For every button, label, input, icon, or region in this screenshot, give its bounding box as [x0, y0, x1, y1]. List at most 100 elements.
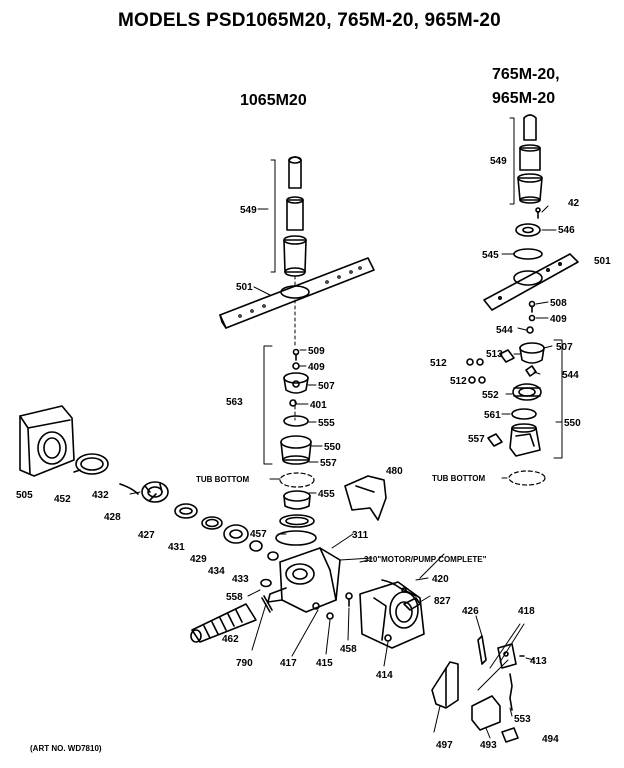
- label-462: 462: [222, 634, 239, 645]
- right-nozzle-546: [515, 223, 541, 237]
- right-label-549: 549: [490, 156, 507, 167]
- label-827: 827: [434, 596, 451, 607]
- label-558: 558: [226, 592, 243, 603]
- label-507: 507: [318, 381, 335, 392]
- nut-401: [289, 399, 297, 407]
- spray-arm-tube-549: [270, 156, 307, 277]
- label-426: 426: [462, 606, 479, 617]
- right-label-557: 557: [468, 434, 485, 445]
- gasket-455: [283, 490, 311, 510]
- label-401: 401: [310, 400, 327, 411]
- right-label-501: 501: [594, 256, 611, 267]
- label-409: 409: [308, 362, 325, 373]
- seal-457: [279, 514, 315, 528]
- label-418: 418: [518, 606, 535, 617]
- bracket-480: [344, 475, 387, 521]
- spring-553: [509, 673, 513, 711]
- hose-462: [190, 603, 257, 643]
- right-spray-arm-501: [483, 253, 579, 311]
- label-455: 455: [318, 489, 335, 500]
- capacitor-827: [403, 597, 421, 611]
- right-gear-513: [499, 349, 515, 363]
- label-311: 311: [352, 530, 369, 541]
- label-501: 501: [236, 282, 253, 293]
- right-washer-544b: [525, 365, 537, 377]
- right-label-550: 550: [564, 418, 581, 429]
- left-model-heading: 1065M20: [240, 92, 307, 109]
- right-model-heading-line1: 765M-20,: [492, 66, 560, 83]
- right-label-552: 552: [482, 390, 499, 401]
- label-494: 494: [542, 734, 559, 745]
- label-428: 428: [104, 512, 121, 523]
- right-washer-409: [528, 314, 536, 322]
- right-washer-545: [513, 248, 543, 260]
- art-number: (ART NO. WD7810): [30, 744, 102, 753]
- screw-509: [292, 348, 300, 361]
- right-label-512b: 512: [450, 376, 467, 387]
- switch-418: [497, 643, 517, 669]
- right-screw-42: [535, 207, 541, 219]
- label-497: 497: [436, 740, 453, 751]
- label-553: 553: [514, 714, 531, 725]
- clip-417: [312, 602, 320, 610]
- label-429: 429: [190, 554, 207, 565]
- spacer-433: [267, 551, 279, 561]
- right-tube-549: [509, 114, 543, 205]
- connector-558: [260, 578, 272, 588]
- right-label-545: 545: [482, 250, 499, 261]
- spring-790: [261, 595, 273, 613]
- right-label-409: 409: [550, 314, 567, 325]
- right-washer-544a: [526, 326, 534, 334]
- right-washers-512: [466, 358, 486, 384]
- clip-415: [326, 612, 334, 620]
- cord-420: [381, 579, 417, 597]
- ring-clip: [275, 530, 317, 546]
- hub-507: [283, 372, 309, 394]
- label-415: 415: [316, 658, 333, 669]
- nut-434: [249, 540, 263, 552]
- label-420: 420: [432, 574, 449, 585]
- label-480: 480: [386, 466, 403, 477]
- ring-431: [201, 516, 223, 530]
- label-557: 557: [320, 458, 337, 469]
- washer-409: [292, 362, 300, 370]
- label-550: 550: [324, 442, 341, 453]
- ring-427: [174, 503, 198, 519]
- filter-housing-505: [19, 405, 75, 477]
- right-clip-557: [487, 433, 503, 447]
- right-hub-507: [519, 342, 545, 364]
- right-model-heading-line2: 965M-20: [492, 90, 556, 107]
- right-label-512a: 512: [430, 358, 447, 369]
- motor-310: [359, 581, 425, 649]
- label-509: 509: [308, 346, 325, 357]
- bracket-493: [471, 695, 501, 731]
- clip-494: [501, 727, 519, 743]
- right-label-513: 513: [486, 349, 503, 360]
- label-434: 434: [208, 566, 225, 577]
- right-label-507: 507: [556, 342, 573, 353]
- label-413: 413: [530, 656, 547, 667]
- label-457: 457: [250, 529, 267, 540]
- grommet-414: [384, 634, 392, 642]
- right-label-546: 546: [558, 225, 575, 236]
- bracket-497: [431, 661, 459, 709]
- label-505: 505: [16, 490, 33, 501]
- label-427: 427: [138, 530, 155, 541]
- label-555: 555: [318, 418, 335, 429]
- impeller-428: [141, 481, 169, 503]
- label-414: 414: [376, 670, 393, 681]
- diagram-title: MODELS PSD1065M20, 765M-20, 965M-20: [118, 10, 501, 31]
- label-493: 493: [480, 740, 497, 751]
- label-tub-bottom: TUB BOTTOM: [196, 475, 250, 484]
- right-label-561: 561: [484, 410, 501, 421]
- right-tub-bottom-outline: [508, 470, 546, 486]
- screw-458: [345, 592, 353, 607]
- label-417: 417: [280, 658, 297, 669]
- label-549: 549: [240, 205, 257, 216]
- clamp-452: [73, 453, 109, 475]
- right-label-544b: 544: [562, 370, 579, 381]
- label-motor-pump-complete: 310"MOTOR/PUMP COMPLETE": [364, 555, 487, 564]
- right-label-508: 508: [550, 298, 567, 309]
- right-label-42: 42: [568, 198, 580, 209]
